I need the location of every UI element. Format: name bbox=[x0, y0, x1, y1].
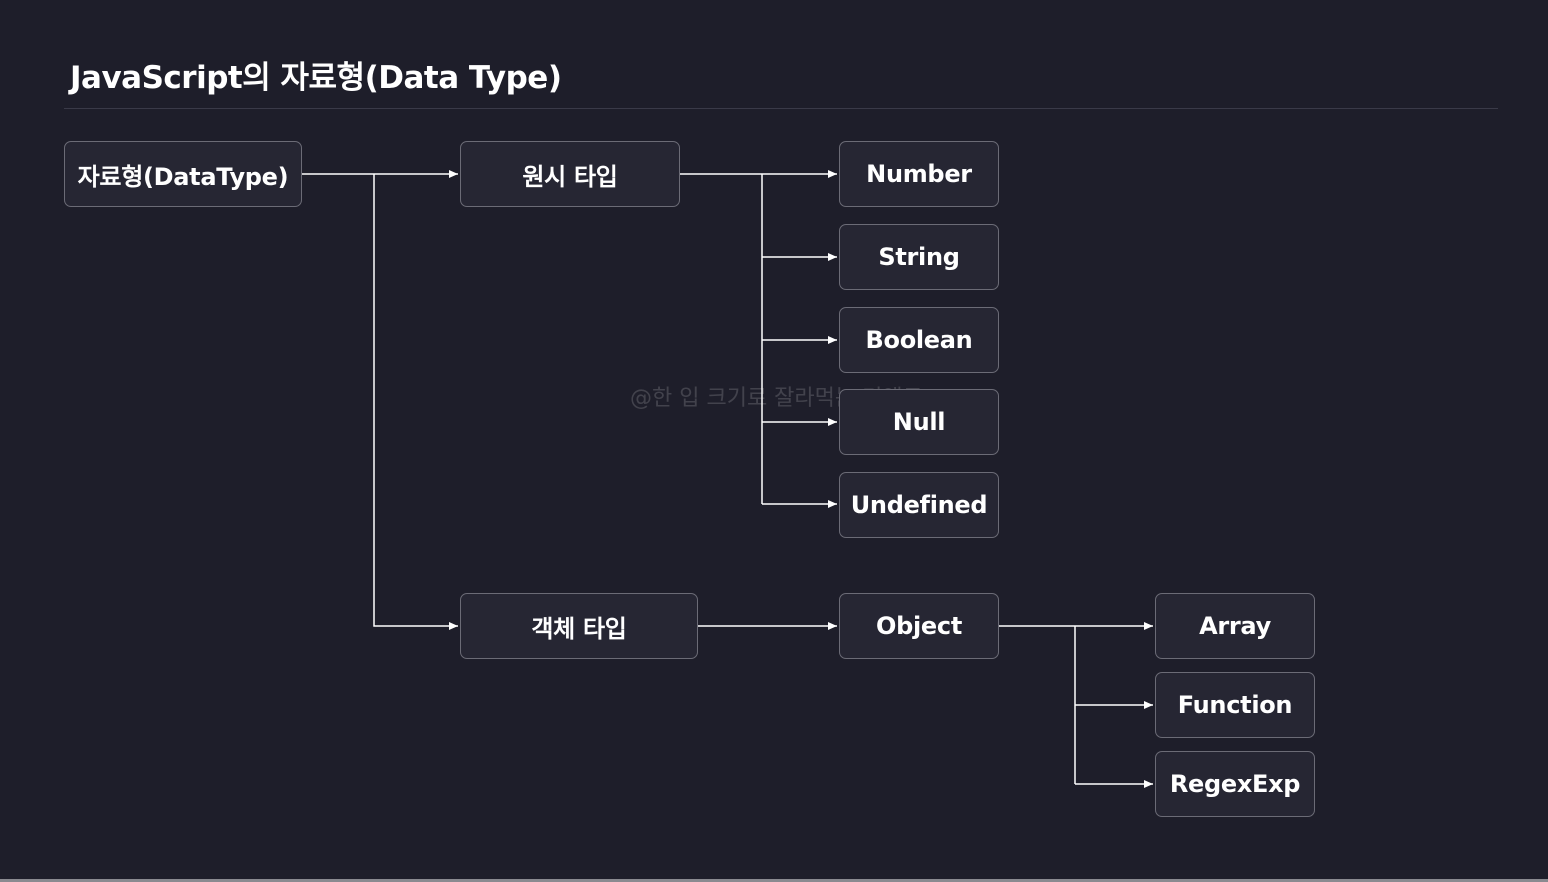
node-object: Object bbox=[839, 593, 999, 659]
page-title: JavaScript의 자료형(Data Type) bbox=[70, 60, 562, 96]
bottom-edge bbox=[0, 879, 1548, 882]
node-datatype: 자료형(DataType) bbox=[64, 141, 302, 207]
node-object-type: 객체 타입 bbox=[460, 593, 698, 659]
node-function: Function bbox=[1155, 672, 1315, 738]
node-string: String bbox=[839, 224, 999, 290]
node-array: Array bbox=[1155, 593, 1315, 659]
node-number: Number bbox=[839, 141, 999, 207]
node-boolean: Boolean bbox=[839, 307, 999, 373]
title-divider bbox=[64, 108, 1498, 109]
node-null: Null bbox=[839, 389, 999, 455]
node-undefined: Undefined bbox=[839, 472, 999, 538]
node-primitive-type: 원시 타입 bbox=[460, 141, 680, 207]
node-regexexp: RegexExp bbox=[1155, 751, 1315, 817]
edge-root-object-type bbox=[373, 174, 458, 630]
